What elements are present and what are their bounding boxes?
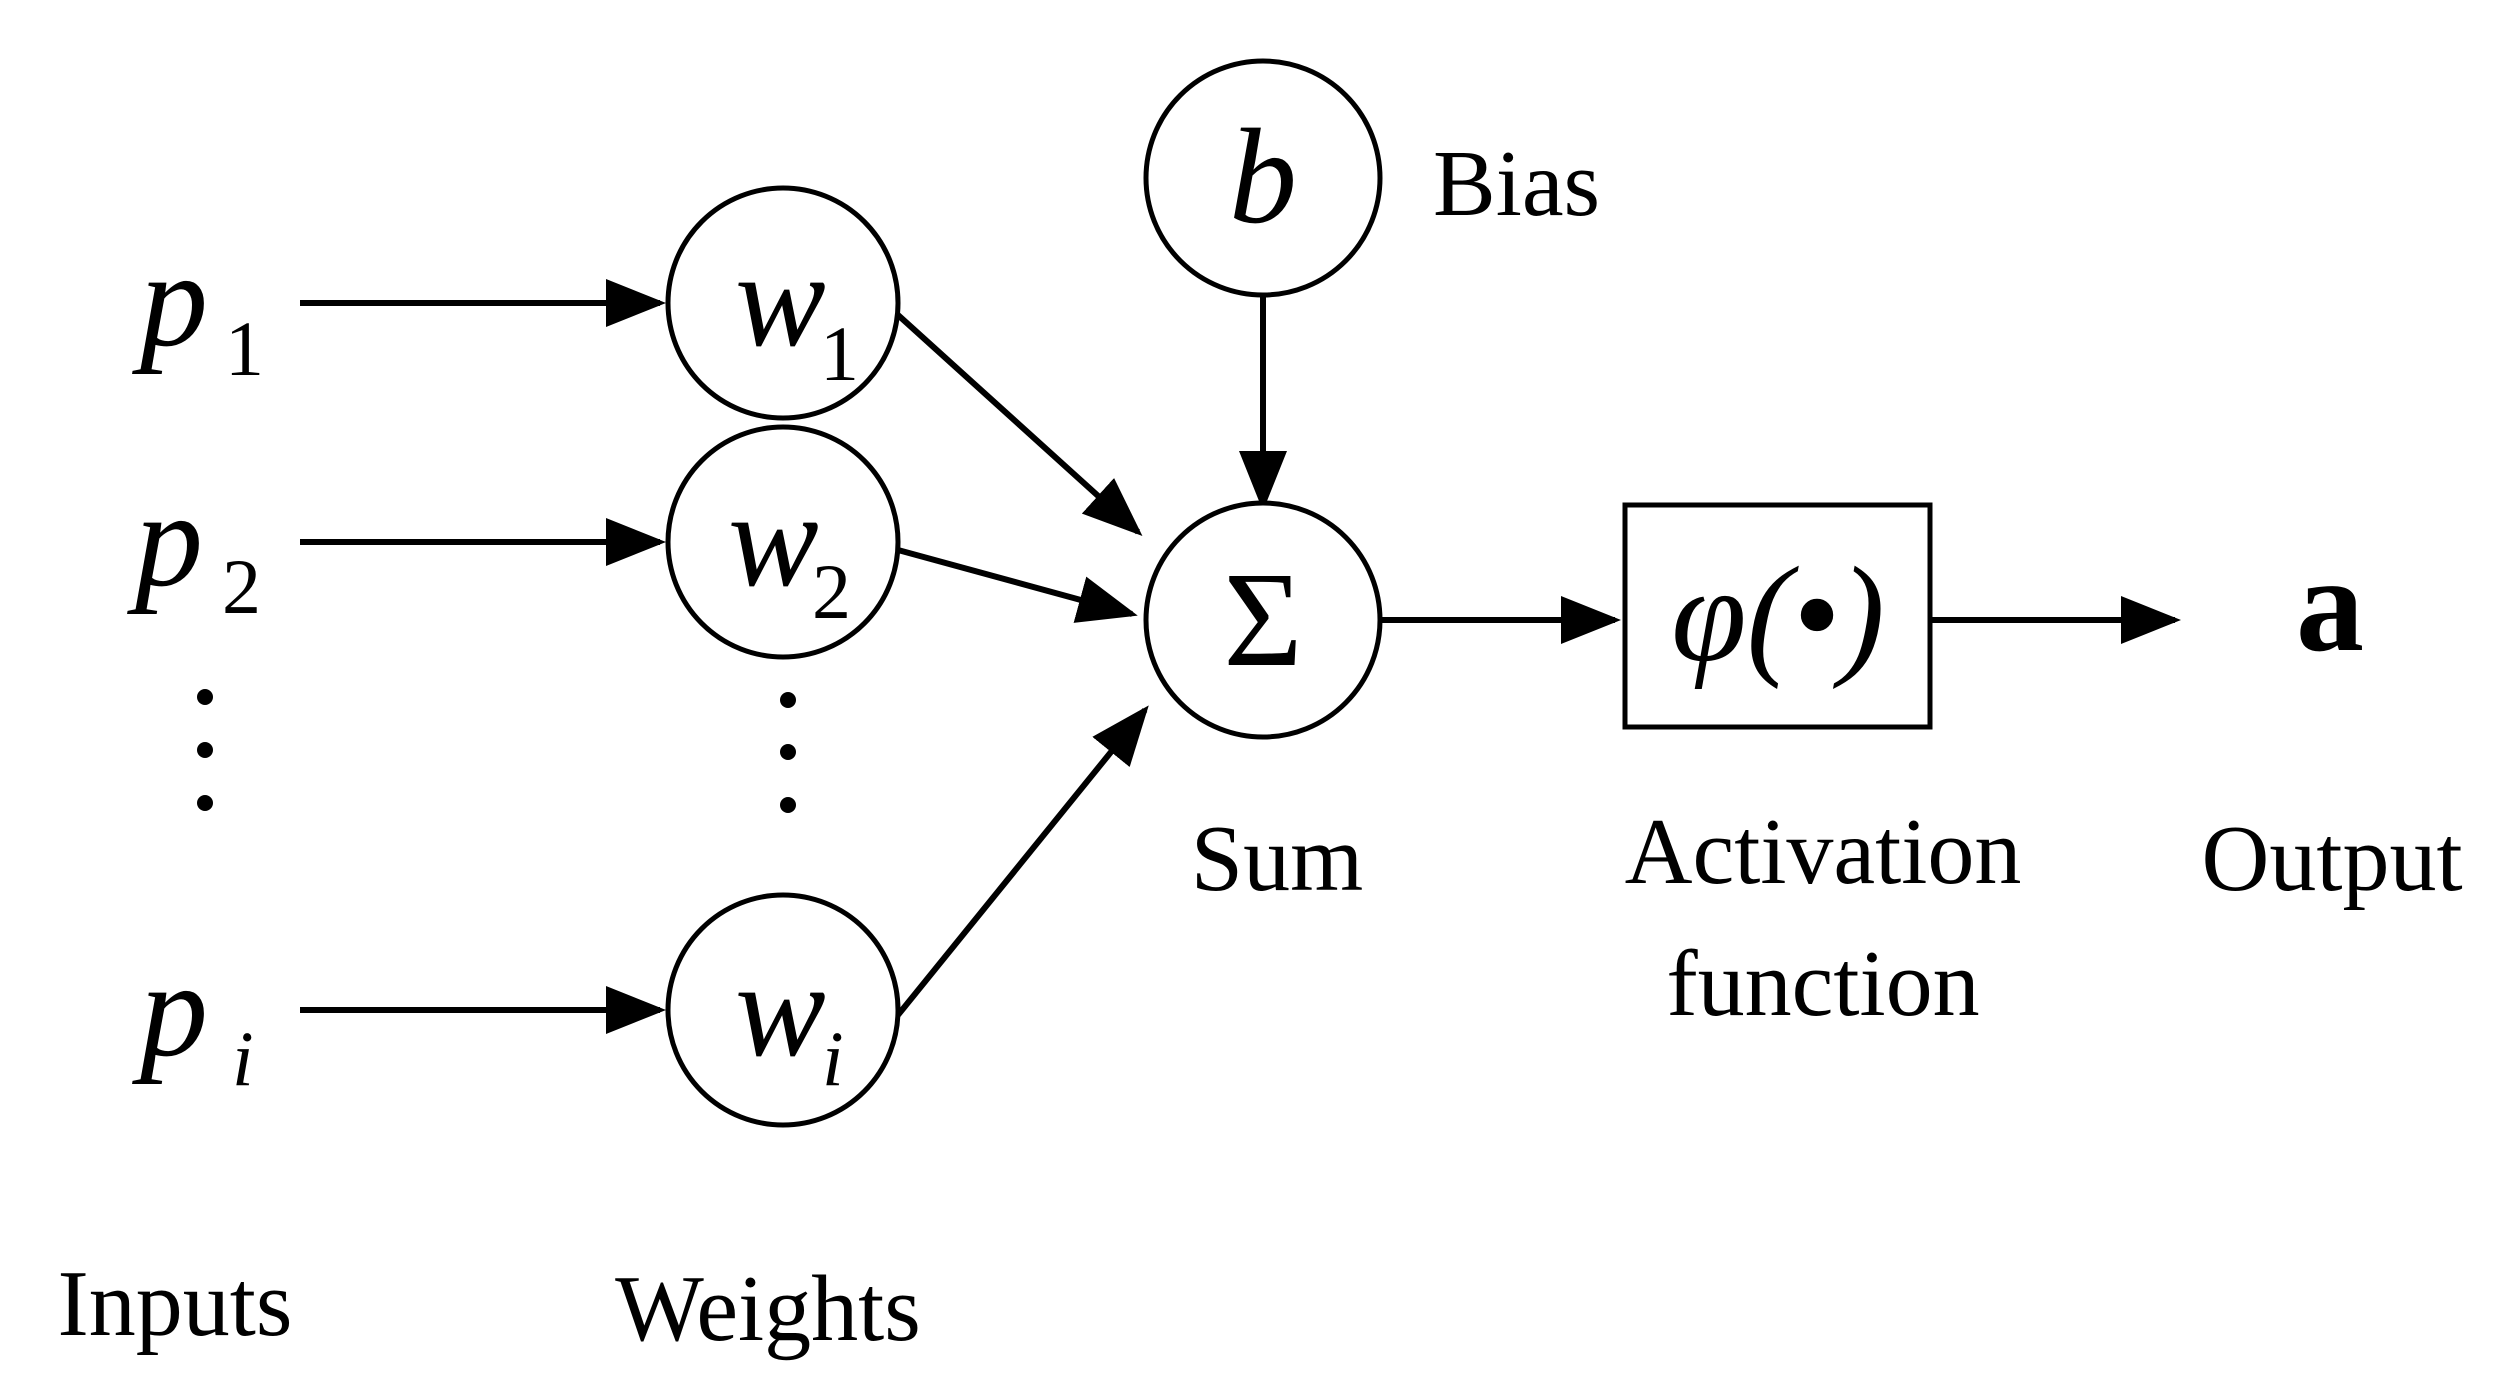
svg-text:w: w — [735, 935, 826, 1085]
sum-node: Σ — [1143, 500, 1383, 740]
weight-i-node: w i — [665, 892, 901, 1128]
bias-label: Bias — [1433, 132, 1600, 236]
output-symbol: a — [2296, 530, 2364, 680]
svg-text:1: 1 — [820, 310, 859, 397]
svg-text:φ(•): φ(•) — [1671, 540, 1884, 690]
weight-ellipsis — [780, 692, 796, 813]
weight-2-to-sum-arrow — [897, 547, 1138, 623]
input-2: p 2 — [127, 465, 261, 630]
weights-label: Weights — [615, 1257, 921, 1361]
activation-box: φ(•) — [1622, 502, 1933, 730]
svg-text:p: p — [132, 935, 208, 1085]
weight-i-to-sum-arrow — [895, 705, 1149, 1017]
sum-label: Sum — [1191, 807, 1363, 911]
svg-text:1: 1 — [225, 305, 264, 392]
weight-1-to-sum-arrow — [895, 312, 1143, 537]
svg-text:w: w — [728, 465, 819, 615]
svg-text:Σ: Σ — [1223, 545, 1302, 695]
svg-text:p: p — [127, 465, 203, 615]
inputs-label: Inputs — [58, 1252, 293, 1356]
input-i: p i — [132, 935, 254, 1102]
bias-node: b — [1143, 58, 1383, 298]
svg-text:2: 2 — [222, 543, 261, 630]
svg-text:b: b — [1229, 102, 1297, 252]
svg-text:i: i — [232, 1015, 254, 1102]
weight-2-node: w 2 — [665, 424, 901, 660]
input-ellipsis — [197, 689, 213, 811]
svg-text:w: w — [735, 225, 826, 375]
activation-label-line2: function — [1666, 932, 1979, 1036]
svg-text:2: 2 — [812, 548, 851, 635]
activation-label-line1: Activation — [1625, 800, 2022, 904]
weight-1-node: w 1 — [665, 185, 901, 421]
output-label: Output — [2201, 807, 2462, 911]
svg-text:p: p — [132, 225, 208, 375]
input-1: p 1 — [132, 225, 264, 392]
svg-text:i: i — [822, 1015, 844, 1102]
